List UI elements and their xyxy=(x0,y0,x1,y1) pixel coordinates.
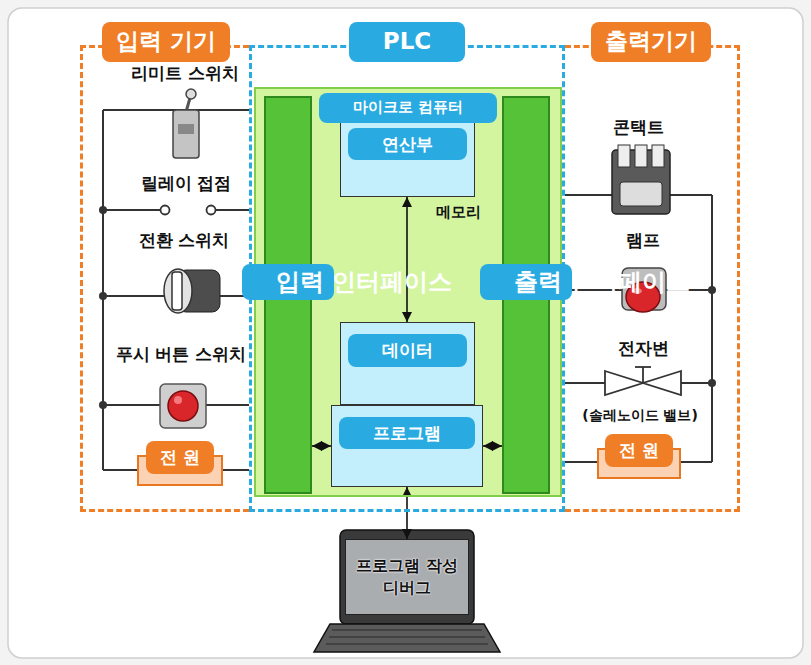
interface-bar: 출력 인터페이스 xyxy=(502,96,550,494)
limit-switch-roller xyxy=(186,89,196,99)
junction-dot xyxy=(99,292,107,300)
node-label: 마이크로 컴퓨터 xyxy=(319,93,497,123)
vertical-label: 출력 인터페이스 xyxy=(480,264,572,300)
wire xyxy=(103,209,161,211)
device-label: 전자변 xyxy=(616,337,671,359)
limit-switch-body xyxy=(173,110,199,158)
node-label: 입력 기기 xyxy=(102,22,230,62)
panel xyxy=(8,8,803,658)
contactor-terminal xyxy=(652,145,664,167)
power-box: 전 원 xyxy=(137,455,223,486)
junction-dot xyxy=(99,206,107,214)
lamp-globe xyxy=(626,282,660,312)
connector-arrow xyxy=(406,197,408,322)
node-label: 프로그램 작성 디버그 xyxy=(346,555,468,598)
wire xyxy=(711,195,713,462)
connector-arrow xyxy=(406,487,408,539)
node-label: 연산부 xyxy=(348,128,467,160)
selector-switch-knob xyxy=(172,272,182,310)
keyboard-row xyxy=(326,644,488,645)
laptop-lid xyxy=(340,530,474,624)
plc-region: 입력 인터페이스연산부데이터프로그램출력 인터페이스마이크로 컴퓨터PLC xyxy=(249,45,565,512)
selector-switch-face xyxy=(164,269,192,313)
input-device-region: 전 원입력 기기 xyxy=(80,45,249,512)
relay-contact xyxy=(207,206,216,215)
device-label: 메모리 xyxy=(434,203,483,223)
valve-stem xyxy=(642,367,644,383)
keyboard-row xyxy=(329,637,485,638)
memory-box: 프로그램 xyxy=(331,405,483,487)
push-button-base xyxy=(160,384,206,428)
contactor-terminal xyxy=(618,145,630,167)
connector-arrow xyxy=(483,445,502,447)
microcomputer-box: 입력 인터페이스 연산부데이터프로그램 출력 인터페이스마이크로 컴퓨터 xyxy=(254,87,562,497)
memory-box: 데이터 xyxy=(340,322,475,405)
wire xyxy=(102,110,104,470)
device-label: 전환 스위치 xyxy=(137,229,232,251)
node-label: 프로그램 xyxy=(339,417,475,449)
power-box: 전 원 xyxy=(597,448,681,479)
push-button-cap xyxy=(168,391,198,421)
lamp-shine xyxy=(632,288,642,294)
keyboard-row xyxy=(332,630,482,631)
wire xyxy=(215,209,249,211)
node-label: 출력기기 xyxy=(591,22,711,62)
connector-arrow xyxy=(312,445,331,447)
node-label: 데이터 xyxy=(348,334,467,366)
contactor-front xyxy=(620,182,662,206)
device-label: 푸시 버튼 스위치 xyxy=(114,343,249,365)
device-label: 램프 xyxy=(624,229,662,251)
valve-symbol xyxy=(605,371,643,395)
device-label: 콘택트 xyxy=(611,116,666,138)
contactor-terminal xyxy=(635,145,647,167)
laptop-base xyxy=(314,624,500,652)
valve-symbol xyxy=(643,371,681,395)
laptop-screen: 프로그램 작성 디버그 xyxy=(345,539,469,615)
device-label: 리미트 스위치 xyxy=(129,62,241,84)
limit-switch-window xyxy=(178,124,194,134)
junction-dot xyxy=(99,401,107,409)
node-label: 전 원 xyxy=(146,441,214,473)
node-label: 전 원 xyxy=(605,434,673,466)
process-box: 연산부 xyxy=(340,117,475,197)
node-label: PLC xyxy=(349,22,465,62)
push-button-shine xyxy=(174,396,182,404)
relay-contact xyxy=(161,206,170,215)
vertical-label: 입력 인터페이스 xyxy=(242,264,334,300)
junction-dot xyxy=(708,286,716,294)
valve-stem xyxy=(635,366,651,368)
interface-bar: 입력 인터페이스 xyxy=(264,96,312,494)
device-label: (솔레노이드 밸브) xyxy=(580,406,700,424)
junction-dot xyxy=(708,379,716,387)
device-label: 릴레이 접점 xyxy=(139,172,234,194)
